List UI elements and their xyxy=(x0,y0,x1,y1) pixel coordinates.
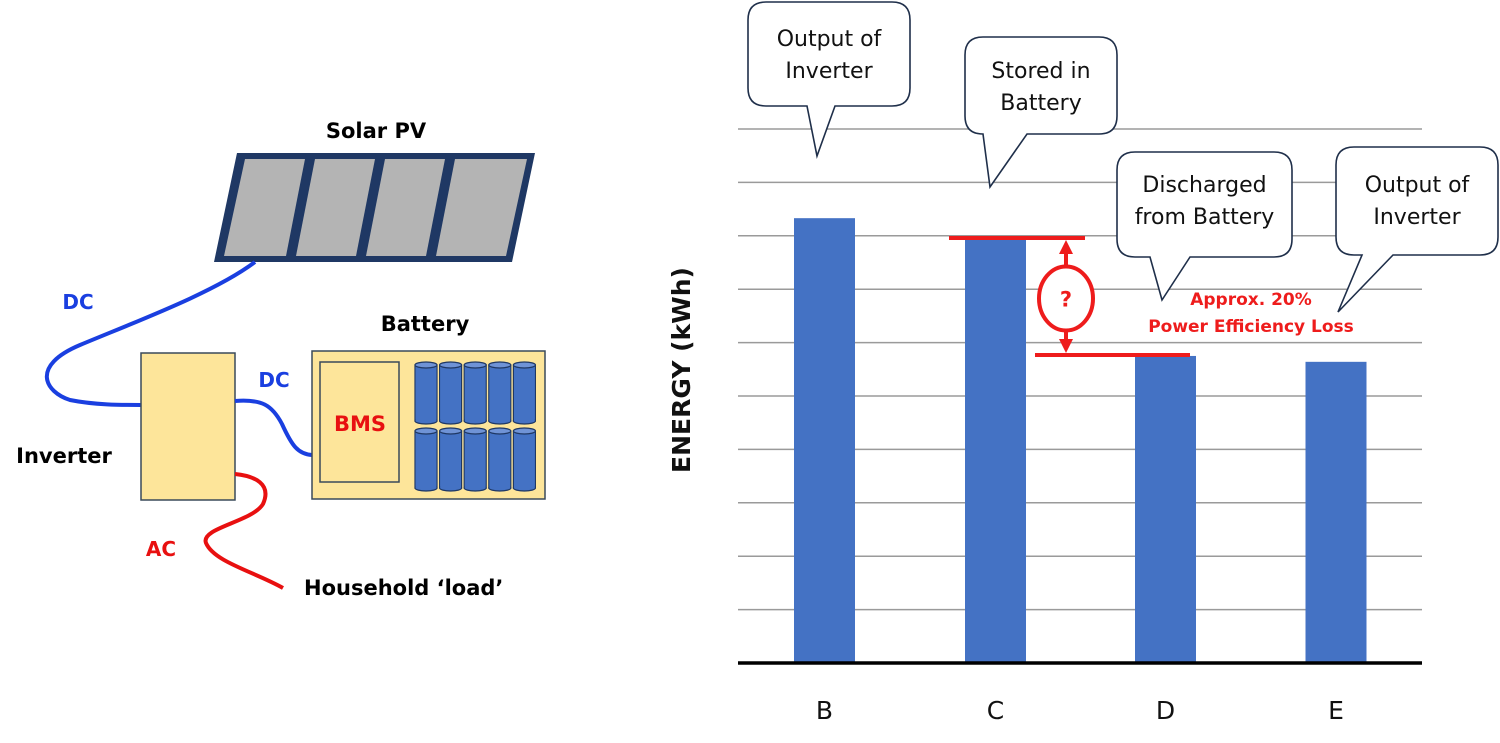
dc-label-battery: DC xyxy=(258,368,289,392)
dc-cable-battery xyxy=(234,398,313,457)
bms-box xyxy=(319,361,400,483)
battery-cell-icon xyxy=(463,427,487,492)
system-diagram: Solar PV DC Inverter DC AC Household ‘lo… xyxy=(16,119,546,600)
x-tick-label: C xyxy=(987,696,1004,725)
loss-text-line-1: Approx. 20% xyxy=(1190,290,1312,310)
callout-text: Stored in xyxy=(991,59,1090,84)
solar-cell xyxy=(436,159,527,256)
callout-text: Output of xyxy=(777,27,883,52)
callout-text: Discharged xyxy=(1142,173,1266,198)
solar-cell xyxy=(224,159,305,256)
ac-label: AC xyxy=(146,537,176,561)
dc-cable-panel xyxy=(44,260,257,407)
household-load-label: Household ‘load’ xyxy=(304,576,503,600)
callout-text: from Battery xyxy=(1135,205,1275,230)
ac-cable xyxy=(203,472,284,590)
battery-cell-icon xyxy=(439,427,463,492)
callout-d: Discharged from Battery xyxy=(1116,151,1293,302)
battery-cell-icon xyxy=(512,361,537,425)
x-tick-label: E xyxy=(1328,696,1344,725)
callout-b: Output of Inverter xyxy=(747,1,911,159)
callout-bubble xyxy=(964,36,1118,190)
inverter-box xyxy=(140,352,236,501)
bars xyxy=(794,218,1367,664)
question-mark: ? xyxy=(1060,287,1072,311)
arrow-down-icon xyxy=(1059,338,1073,353)
solar-panel-icon xyxy=(214,153,535,262)
callout-c: Stored in Battery xyxy=(964,36,1118,190)
x-tick-label: D xyxy=(1156,696,1175,725)
callouts: Output of Inverter Stored in BatteryDischar… xyxy=(747,1,1499,313)
callout-bubble xyxy=(1335,146,1499,313)
battery-cell-icon xyxy=(414,361,438,425)
battery-label: Battery xyxy=(381,312,470,336)
battery-cell-icon xyxy=(463,361,487,425)
inverter-label: Inverter xyxy=(16,444,112,468)
bar-e xyxy=(1305,361,1367,663)
solar-cell xyxy=(366,159,445,256)
arrow-up-icon xyxy=(1059,240,1073,255)
energy-chart: B C D E ENERGY (kWh) Output of Inverter Store… xyxy=(667,1,1499,725)
battery-cell-icon xyxy=(414,427,438,492)
battery-cells xyxy=(414,361,537,492)
callout-text: Battery xyxy=(1000,91,1081,116)
x-tick-labels: B C D E xyxy=(816,696,1344,725)
solar-pv-label: Solar PV xyxy=(326,119,427,143)
battery-cell-icon xyxy=(488,361,512,425)
dc-label-panel: DC xyxy=(62,290,93,314)
x-tick-label: B xyxy=(816,696,833,725)
efficiency-loss-annotation: ? Approx. 20% Power Efficiency Loss xyxy=(949,236,1354,357)
battery-cell-icon xyxy=(439,361,463,425)
callout-bubble xyxy=(1116,151,1293,302)
battery-cell-icon xyxy=(512,427,537,492)
callout-text: Inverter xyxy=(785,59,873,84)
bar-c xyxy=(965,239,1026,663)
callout-text: Inverter xyxy=(1373,205,1461,230)
loss-text-line-2: Power Efficiency Loss xyxy=(1148,317,1354,337)
callout-e: Output of Inverter xyxy=(1335,146,1499,313)
question-ellipse xyxy=(1037,264,1095,333)
y-axis-label: ENERGY (kWh) xyxy=(667,267,696,473)
callout-text: Output of xyxy=(1365,173,1471,198)
bar-d xyxy=(1135,355,1196,663)
callout-bubble xyxy=(747,1,911,159)
solar-cell xyxy=(296,159,375,256)
bms-label: BMS xyxy=(334,412,386,436)
bar-b xyxy=(794,218,855,664)
battery-cell-icon xyxy=(488,427,512,492)
